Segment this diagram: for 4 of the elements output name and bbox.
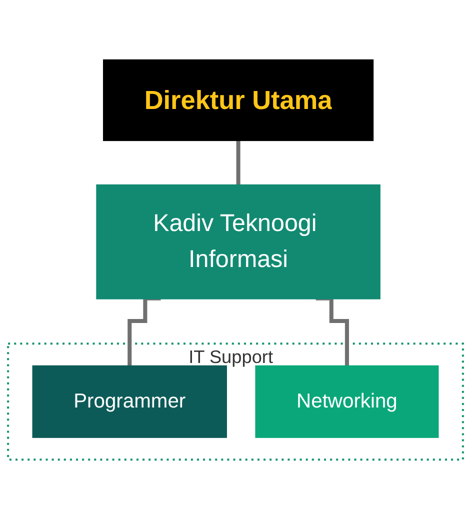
node-box: Networking: [255, 365, 439, 438]
node-box: Kadiv Teknoogi Informasi: [96, 184, 380, 300]
node-box: Programmer: [32, 365, 227, 438]
node-box: Direktur Utama: [103, 59, 374, 142]
